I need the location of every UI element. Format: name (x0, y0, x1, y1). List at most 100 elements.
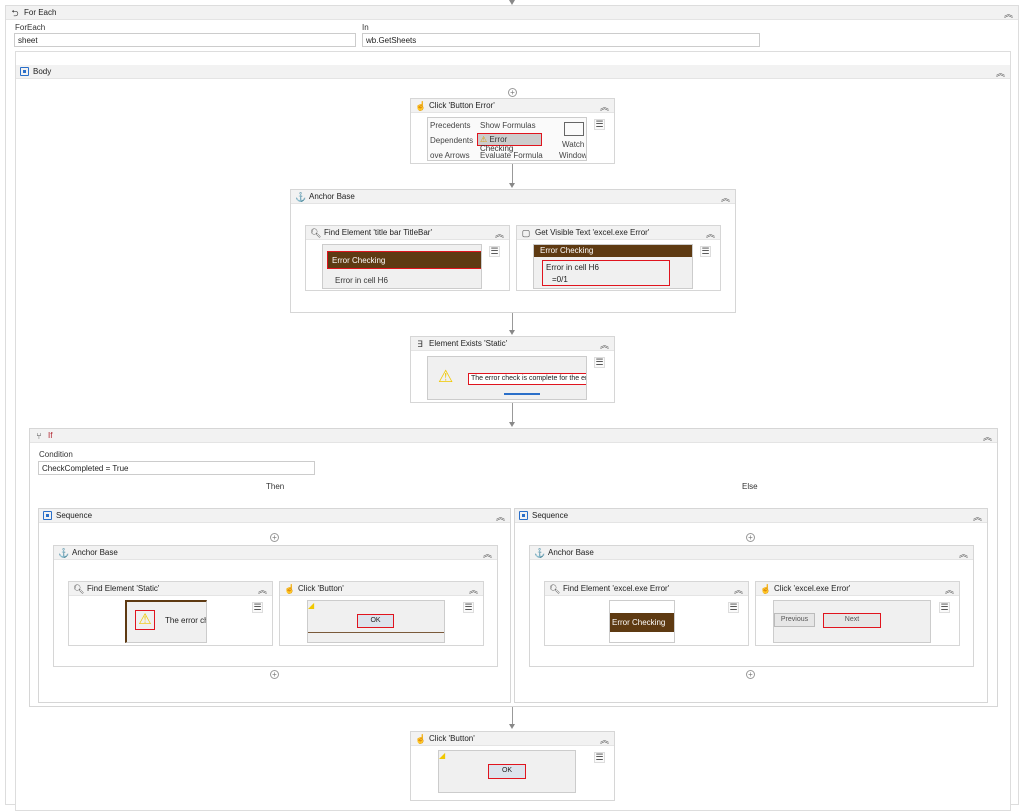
activity-header[interactable]: ☝ Click 'Button Error' ︽ (411, 99, 614, 113)
add-activity-plus-icon[interactable]: + (746, 533, 755, 542)
collapse-icon[interactable]: ︽ (468, 585, 478, 595)
activity-title: Element Exists 'Static' (429, 339, 508, 348)
foreach-icon: ⮌ (11, 7, 19, 18)
activity-header[interactable]: ⚓ Anchor Base ︽ (530, 546, 973, 560)
collapse-icon[interactable]: ︽ (972, 512, 982, 522)
collapse-icon[interactable]: ︽ (958, 549, 968, 559)
collapse-icon[interactable]: ︽ (494, 229, 504, 239)
collapse-icon[interactable]: ︽ (1003, 9, 1013, 19)
collapse-icon[interactable]: ︽ (257, 585, 267, 595)
activity-header[interactable]: Sequence ︽ (39, 509, 510, 523)
menu-icon[interactable]: ☰ (489, 246, 500, 257)
click-button-error-activity[interactable]: ☝ Click 'Button Error' ︽ Precedents Show… (410, 98, 615, 164)
thumb-text: Watch (562, 140, 585, 149)
thumb-text: Error in cell H6 (546, 263, 599, 272)
element-exists-icon: ∃ (417, 338, 423, 349)
screenshot-thumbnail: ◢ OK (438, 750, 576, 793)
activity-header[interactable]: ∃ Element Exists 'Static' ︽ (411, 337, 614, 351)
collapse-icon[interactable]: ︽ (995, 68, 1005, 78)
activity-header[interactable]: ⑂ If ︽ (30, 429, 997, 443)
screenshot-thumbnail: Error Checking Error in cell H6 (322, 244, 482, 289)
anchor-base-activity[interactable]: ⚓ Anchor Base ︽ 🔍︎ Find Element 'excel.e… (529, 545, 974, 667)
collapse-icon[interactable]: ︽ (720, 193, 730, 203)
sequence-icon (43, 511, 52, 520)
activity-header[interactable]: ☝ Click 'Button' ︽ (411, 732, 614, 746)
then-label: Then (266, 482, 285, 491)
click-button-activity[interactable]: ☝ Click 'Button' ︽ ◢ OK ☰ (410, 731, 615, 801)
activity-title: Click 'excel.exe Error' (774, 584, 851, 593)
click-icon: ☝ (415, 100, 427, 111)
connector-line (512, 313, 513, 331)
get-visible-text-activity[interactable]: ▢ Get Visible Text 'excel.exe Error' ︽ E… (516, 225, 721, 291)
activity-header[interactable]: 🔍︎ Find Element 'excel.exe Error' ︽ (545, 582, 748, 596)
thumb-text: Evaluate Formula (480, 151, 543, 160)
activity-title: Sequence (56, 511, 93, 520)
element-exists-activity[interactable]: ∃ Element Exists 'Static' ︽ ⚠ The error … (410, 336, 615, 403)
activity-header[interactable]: ⚓ Anchor Base ︽ (291, 190, 735, 204)
activity-title: Sequence (532, 511, 569, 520)
add-activity-plus-icon[interactable]: + (508, 88, 517, 97)
thumb-text: ove Arrows (430, 151, 470, 160)
condition-input[interactable]: CheckCompleted = True (38, 461, 315, 475)
thumb-text: Error in cell H6 (335, 276, 388, 285)
activity-title: Click 'Button' (298, 584, 344, 593)
activity-header[interactable]: 🔍︎ Find Element 'Static' ︽ (69, 582, 272, 596)
activity-header[interactable]: ▢ Get Visible Text 'excel.exe Error' ︽ (517, 226, 720, 240)
add-activity-plus-icon[interactable]: + (746, 670, 755, 679)
find-element-activity[interactable]: 🔍︎ Find Element 'Static' ︽ ⚠ The error c… (68, 581, 273, 646)
add-activity-plus-icon[interactable]: + (270, 670, 279, 679)
menu-icon[interactable]: ☰ (594, 119, 605, 130)
activity-title: Click 'Button' (429, 734, 475, 743)
menu-icon[interactable]: ☰ (594, 357, 605, 368)
activity-header[interactable]: Sequence ︽ (515, 509, 987, 523)
screenshot-thumbnail: Previous Next (773, 600, 931, 643)
anchor-base-activity[interactable]: ⚓ Anchor Base ︽ 🔍︎ Find Element 'Static'… (53, 545, 498, 667)
divider (308, 632, 444, 633)
screenshot-thumbnail: Error Checking (609, 600, 675, 643)
foreach-variable-input[interactable]: sheet (14, 33, 356, 47)
menu-icon[interactable]: ☰ (939, 602, 950, 613)
collapse-icon[interactable]: ︽ (705, 229, 715, 239)
collapse-icon[interactable]: ︽ (599, 340, 609, 350)
in-expression-input[interactable]: wb.GetSheets (362, 33, 760, 47)
menu-icon[interactable]: ☰ (463, 602, 474, 613)
click-button-activity[interactable]: ☝ Click 'Button' ︽ ◢ OK ☰ (279, 581, 484, 646)
activity-title: Find Element 'Static' (87, 584, 160, 593)
watch-window-icon (564, 122, 584, 136)
body-title: Body (33, 67, 52, 76)
collapse-icon[interactable]: ︽ (733, 585, 743, 595)
menu-icon[interactable]: ☰ (252, 602, 263, 613)
anchor-base-activity[interactable]: ⚓ Anchor Base ︽ 🔍︎ Find Element 'title b… (290, 189, 736, 313)
activity-title: Find Element 'title bar TitleBar' (324, 228, 432, 237)
activity-title: Get Visible Text 'excel.exe Error' (535, 228, 650, 237)
then-sequence[interactable]: Sequence ︽ + ⚓ Anchor Base ︽ 🔍︎ Find Ele… (38, 508, 511, 703)
menu-icon[interactable]: ☰ (728, 602, 739, 613)
if-icon: ⑂ (36, 430, 42, 441)
collapse-icon[interactable]: ︽ (944, 585, 954, 595)
collapse-icon[interactable]: ︽ (482, 549, 492, 559)
click-icon: ☝ (760, 583, 772, 594)
warning-icon: ◢ (439, 751, 446, 760)
click-icon: ☝ (415, 733, 427, 744)
collapse-icon[interactable]: ︽ (495, 512, 505, 522)
click-excel-error-activity[interactable]: ☝ Click 'excel.exe Error' ︽ Previous Nex… (755, 581, 960, 646)
collapse-icon[interactable]: ︽ (982, 432, 992, 442)
body-header[interactable]: Body ︽ (16, 65, 1010, 79)
activity-header[interactable]: ☝ Click 'excel.exe Error' ︽ (756, 582, 959, 596)
find-element-activity[interactable]: 🔍︎ Find Element 'title bar TitleBar' ︽ E… (305, 225, 510, 291)
find-element-activity[interactable]: 🔍︎ Find Element 'excel.exe Error' ︽ Erro… (544, 581, 749, 646)
foreach-header[interactable]: ⮌ For Each ︽ (6, 6, 1018, 20)
else-sequence[interactable]: Sequence ︽ + ⚓ Anchor Base ︽ 🔍︎ Find Ele… (514, 508, 988, 703)
connector-arrow (509, 330, 515, 335)
collapse-icon[interactable]: ︽ (599, 102, 609, 112)
add-activity-plus-icon[interactable]: + (270, 533, 279, 542)
activity-header[interactable]: ⚓ Anchor Base ︽ (54, 546, 497, 560)
menu-icon[interactable]: ☰ (594, 752, 605, 763)
warning-icon: ⚠ (135, 610, 155, 630)
menu-icon[interactable]: ☰ (700, 246, 711, 257)
screenshot-thumbnail: ◢ OK (307, 600, 445, 643)
collapse-icon[interactable]: ︽ (599, 735, 609, 745)
activity-header[interactable]: 🔍︎ Find Element 'title bar TitleBar' ︽ (306, 226, 509, 240)
activity-header[interactable]: ☝ Click 'Button' ︽ (280, 582, 483, 596)
thumb-text: The error chec (165, 616, 206, 625)
